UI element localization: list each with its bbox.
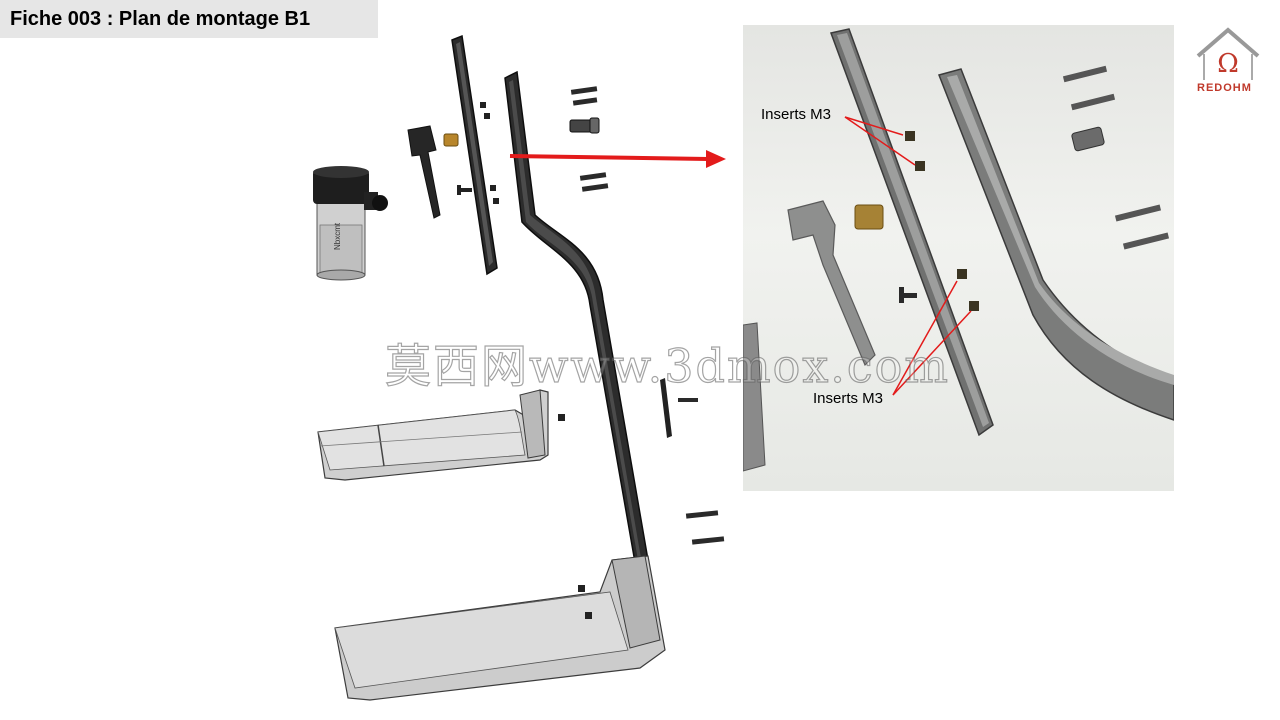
screws-lower-right — [685, 510, 725, 545]
title-bar: Fiche 003 : Plan de montage B1 — [0, 0, 378, 38]
camera-mount: Nbxcmt — [313, 166, 388, 281]
logo-text: REDOHM — [1197, 82, 1252, 94]
small-screw-left — [457, 185, 472, 195]
omega-house-icon: Ω — [1196, 27, 1260, 80]
svg-text:Ω: Ω — [1217, 49, 1239, 79]
brass-insert — [443, 133, 459, 147]
callout-label-inserts-bottom: Inserts M3 — [813, 390, 884, 407]
callout-arrow — [509, 150, 726, 168]
plate-inserts — [480, 102, 499, 204]
small-bar — [660, 378, 698, 438]
page-title: Fiche 003 : Plan de montage B1 — [10, 8, 311, 30]
base-plate — [334, 555, 666, 701]
bent-arm — [504, 70, 649, 570]
detail-view — [743, 25, 1174, 491]
mounting-clip — [407, 125, 441, 219]
middle-tray — [317, 389, 565, 481]
back-plate — [451, 34, 498, 276]
callout-label-inserts-top: Inserts M3 — [761, 106, 832, 123]
detail-render — [743, 28, 1174, 472]
svg-text:Nbxcmt: Nbxcmt — [333, 222, 342, 250]
watermark: 莫西网www.3dmox.com — [384, 338, 950, 393]
screws-top-right — [569, 86, 609, 192]
